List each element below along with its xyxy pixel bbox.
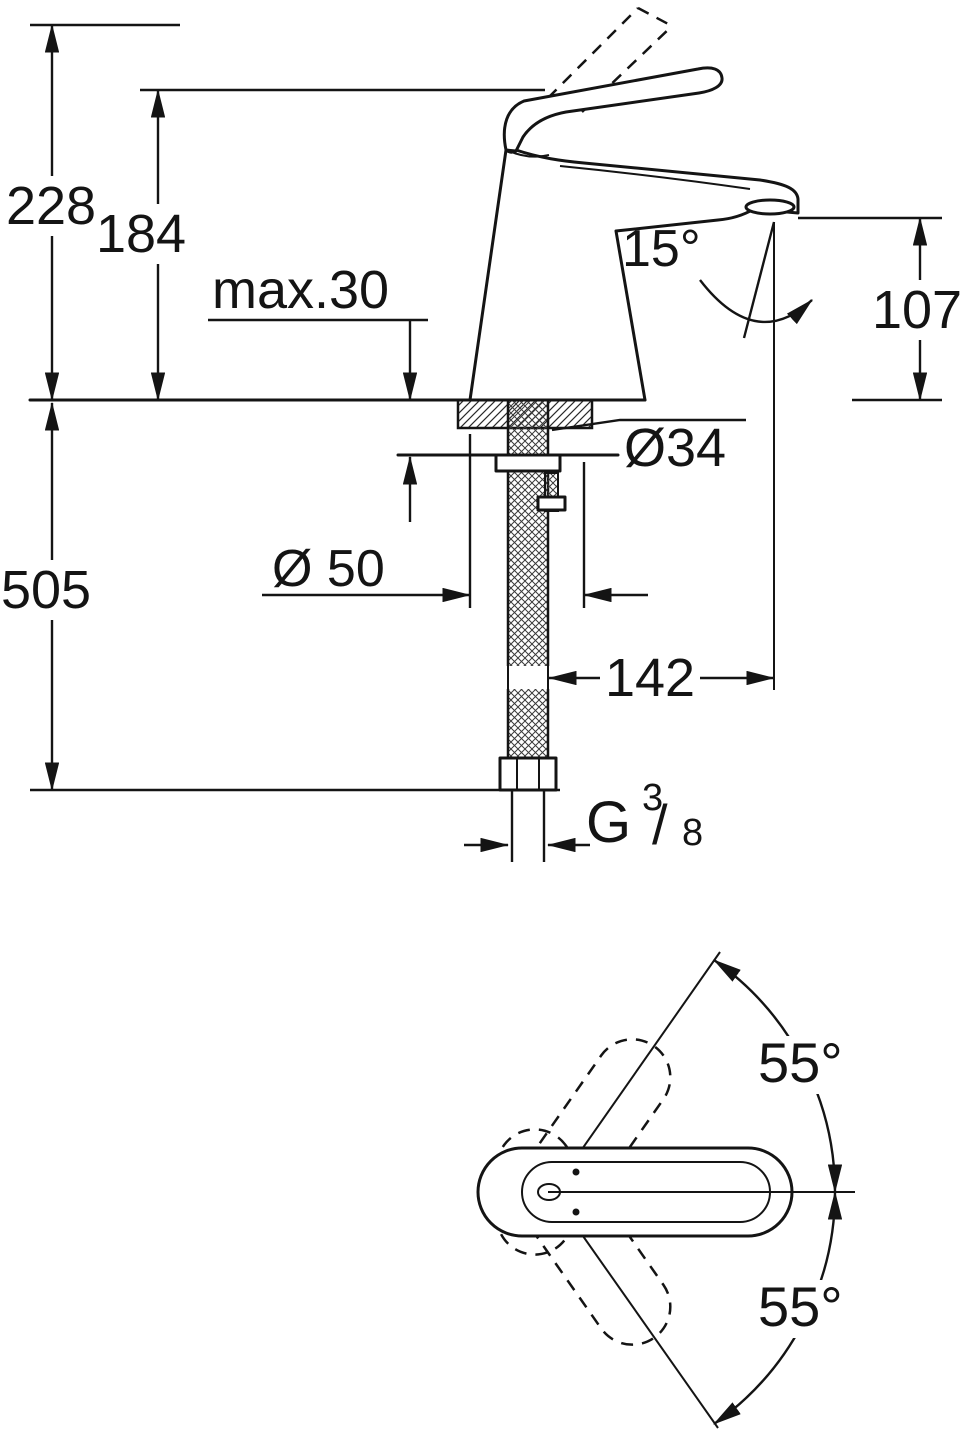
hose-connector-facets	[516, 758, 540, 790]
label-bg	[4, 176, 100, 236]
dim-label-hose-length: 505	[1, 560, 91, 620]
dim-label-deck-max: max.30	[212, 260, 389, 320]
hose-break-gap	[503, 666, 553, 689]
thread-numerator: 3	[642, 777, 663, 819]
angle-leader-arc	[699, 279, 813, 325]
fixing-nut	[536, 495, 567, 512]
thread-label-g38: G 3 / 8	[586, 777, 703, 856]
label-bg	[746, 1280, 858, 1338]
faucet-lever-outline	[502, 66, 724, 153]
dim-label-height-total: 228	[6, 176, 96, 236]
label-bg	[94, 204, 188, 264]
dim-label-height-body: 184	[96, 204, 186, 264]
cartridge-dome-line	[506, 149, 550, 158]
label-bg	[866, 280, 968, 340]
dim-label-spout-angle: 15°	[622, 220, 701, 278]
spout-contour-line	[559, 165, 751, 190]
thread-letter: G	[586, 790, 631, 855]
lever-detail-dot	[572, 1208, 580, 1216]
lever-raised-dashed-outline	[637, 6, 673, 28]
dim-label-spout-reach: 142	[605, 648, 695, 708]
lever-detail-dot	[572, 1168, 580, 1176]
dim-label-swivel-lower: 55°	[758, 1275, 843, 1338]
dia34-leader-line	[551, 418, 746, 432]
thread-denominator: 8	[682, 812, 703, 854]
hose-connector-nut	[498, 756, 558, 792]
dim-label-base-diameter: Ø 50	[272, 540, 385, 598]
top-view: 55° 55°	[476, 951, 858, 1429]
side-view: 228 184 107 505 max.30 15° Ø34 Ø 50 142 …	[0, 6, 968, 862]
dim-label-spout-height: 107	[872, 280, 962, 340]
lever-swivel-upper-dashed	[495, 1038, 672, 1256]
hose-lower-section	[510, 790, 546, 862]
label-bg	[746, 1036, 858, 1094]
dim-label-hole-diameter: Ø34	[624, 418, 726, 478]
thread-slash: /	[652, 793, 668, 856]
lever-raised-dashed-outline	[547, 7, 639, 99]
label-bg	[0, 560, 94, 620]
mounting-washer	[494, 453, 562, 473]
dim-label-swivel-upper: 55°	[758, 1031, 843, 1094]
aerator-outlet	[744, 198, 796, 216]
